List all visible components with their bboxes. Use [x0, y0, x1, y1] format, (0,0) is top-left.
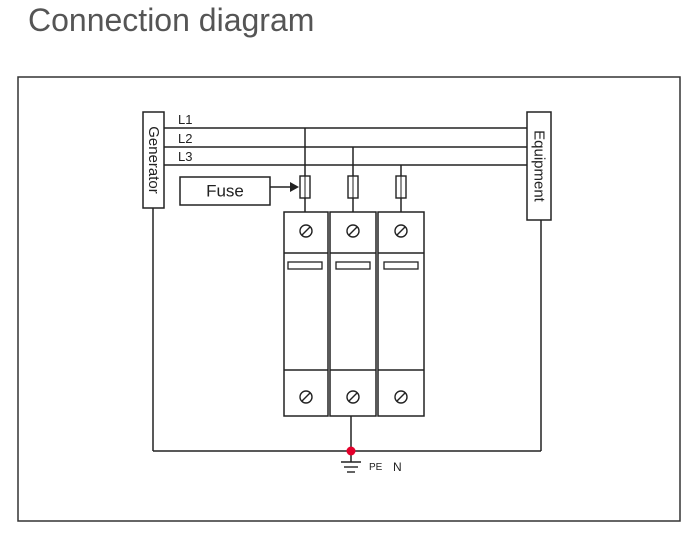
- fuse-to-spd-wires: [304, 198, 402, 212]
- page-title: Connection diagram: [28, 2, 315, 38]
- terminal-screw-icon: [394, 224, 408, 404]
- spd-module-1: [283, 211, 329, 417]
- equipment-box: Equipment: [526, 111, 552, 221]
- generator-label: Generator: [145, 126, 162, 194]
- fuse-arrow-icon: [290, 182, 299, 192]
- earth-ground-icon: [341, 461, 361, 473]
- fuse-1: [299, 175, 311, 199]
- equipment-label: Equipment: [531, 130, 548, 203]
- fuse-callout: Fuse: [179, 176, 299, 206]
- phase-lines: [164, 127, 527, 166]
- n-label: N: [393, 460, 402, 474]
- pe-label: PE: [369, 462, 383, 473]
- fuse-3: [395, 175, 407, 199]
- spd-module-2: [329, 211, 377, 417]
- fuse-drops: [304, 128, 402, 176]
- fuse-label: Fuse: [206, 182, 244, 201]
- ground-junction-dot: [346, 446, 356, 456]
- label-l1: L1: [178, 112, 192, 127]
- diagram-frame: [17, 76, 681, 522]
- label-l2: L2: [178, 131, 192, 146]
- generator-box: Generator: [142, 111, 165, 209]
- terminal-screw-icon: [299, 224, 313, 404]
- spd-module-3: [377, 211, 425, 417]
- label-l3: L3: [178, 149, 192, 164]
- fuse-2: [347, 175, 359, 199]
- terminal-screw-icon: [346, 224, 360, 404]
